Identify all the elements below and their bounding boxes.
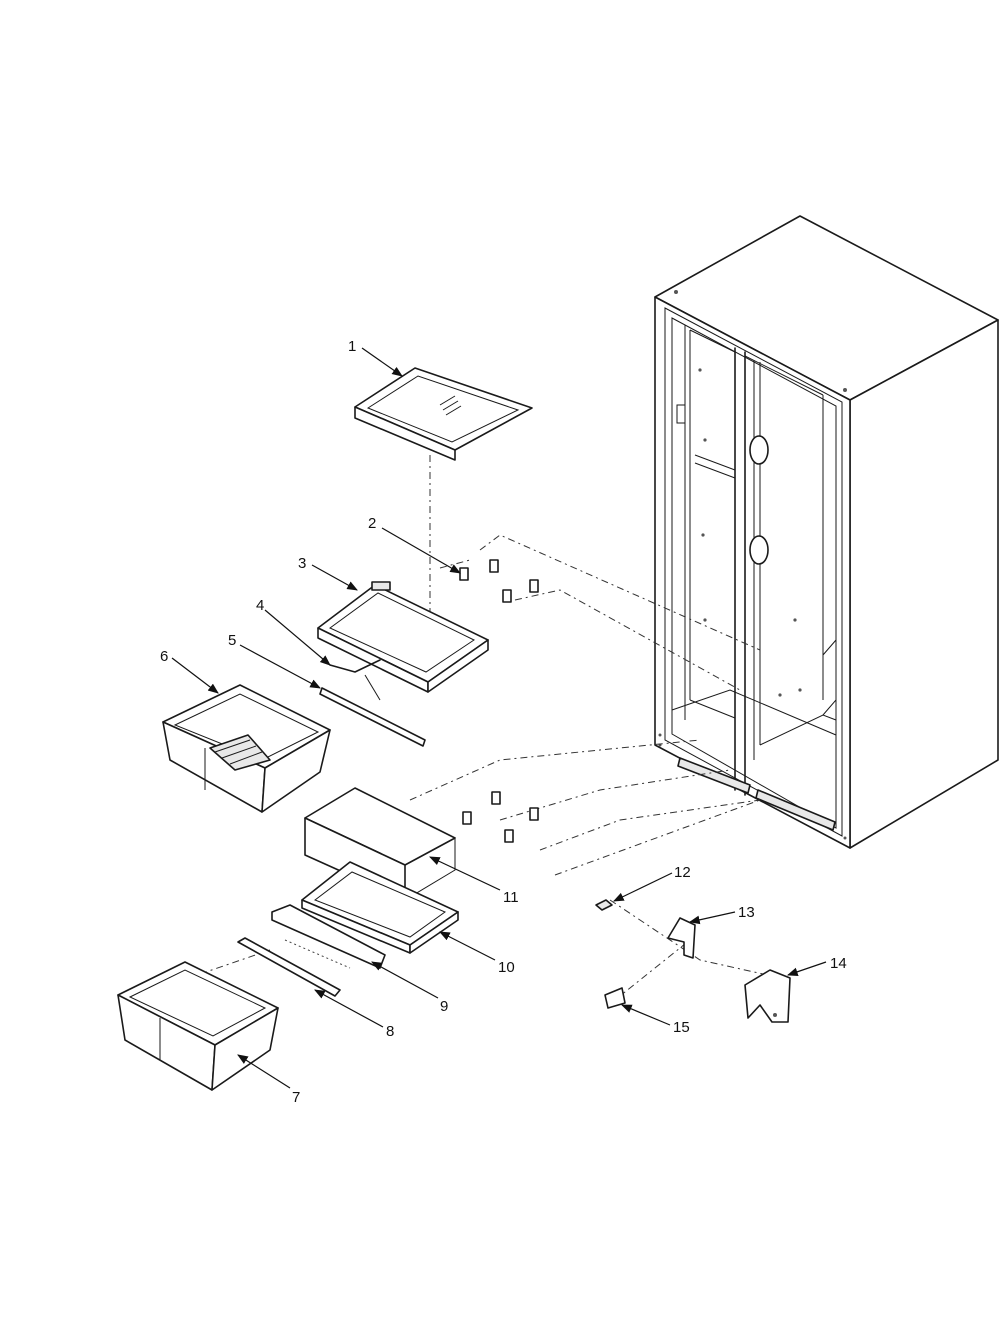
callout-10: 10 — [498, 959, 515, 976]
bracket-part-15 — [604, 987, 626, 1009]
callout-15: 15 — [673, 1019, 690, 1036]
callout-1: 1 — [348, 338, 356, 355]
callout-4: 4 — [256, 597, 264, 614]
refrigerator-cabinet — [654, 215, 999, 849]
shelf-frame-part-3 — [317, 581, 489, 693]
bracket-part-13 — [667, 917, 696, 959]
shelf-clips-part-2 — [459, 559, 539, 603]
callout-14: 14 — [830, 955, 847, 972]
glass-shelf-part-1 — [354, 367, 533, 461]
trim-strip-part-5 — [319, 687, 426, 747]
callout-5: 5 — [228, 632, 236, 649]
crisper-bin-part-6 — [162, 684, 331, 813]
clip-part-4 — [329, 659, 381, 701]
callout-3: 3 — [298, 555, 306, 572]
callout-12: 12 — [674, 864, 691, 881]
leader-lines — [171, 347, 827, 1089]
callout-9: 9 — [440, 998, 448, 1015]
strip-part-8 — [237, 937, 341, 997]
callout-7: 7 — [292, 1089, 300, 1106]
shelf-clips-lower — [462, 791, 539, 843]
callout-6: 6 — [160, 648, 168, 665]
callout-8: 8 — [386, 1023, 394, 1040]
callout-13: 13 — [738, 904, 755, 921]
crisper-bin-part-7 — [117, 961, 279, 1091]
callout-2: 2 — [368, 515, 376, 532]
drawer-frame-part-10 — [301, 861, 459, 954]
hinge-cover-part-14 — [744, 969, 791, 1023]
clip-part-12 — [595, 899, 613, 911]
callout-11: 11 — [503, 889, 519, 906]
callout-labels: 1 2 3 4 5 6 7 8 9 10 11 12 13 14 15 — [160, 338, 847, 1106]
